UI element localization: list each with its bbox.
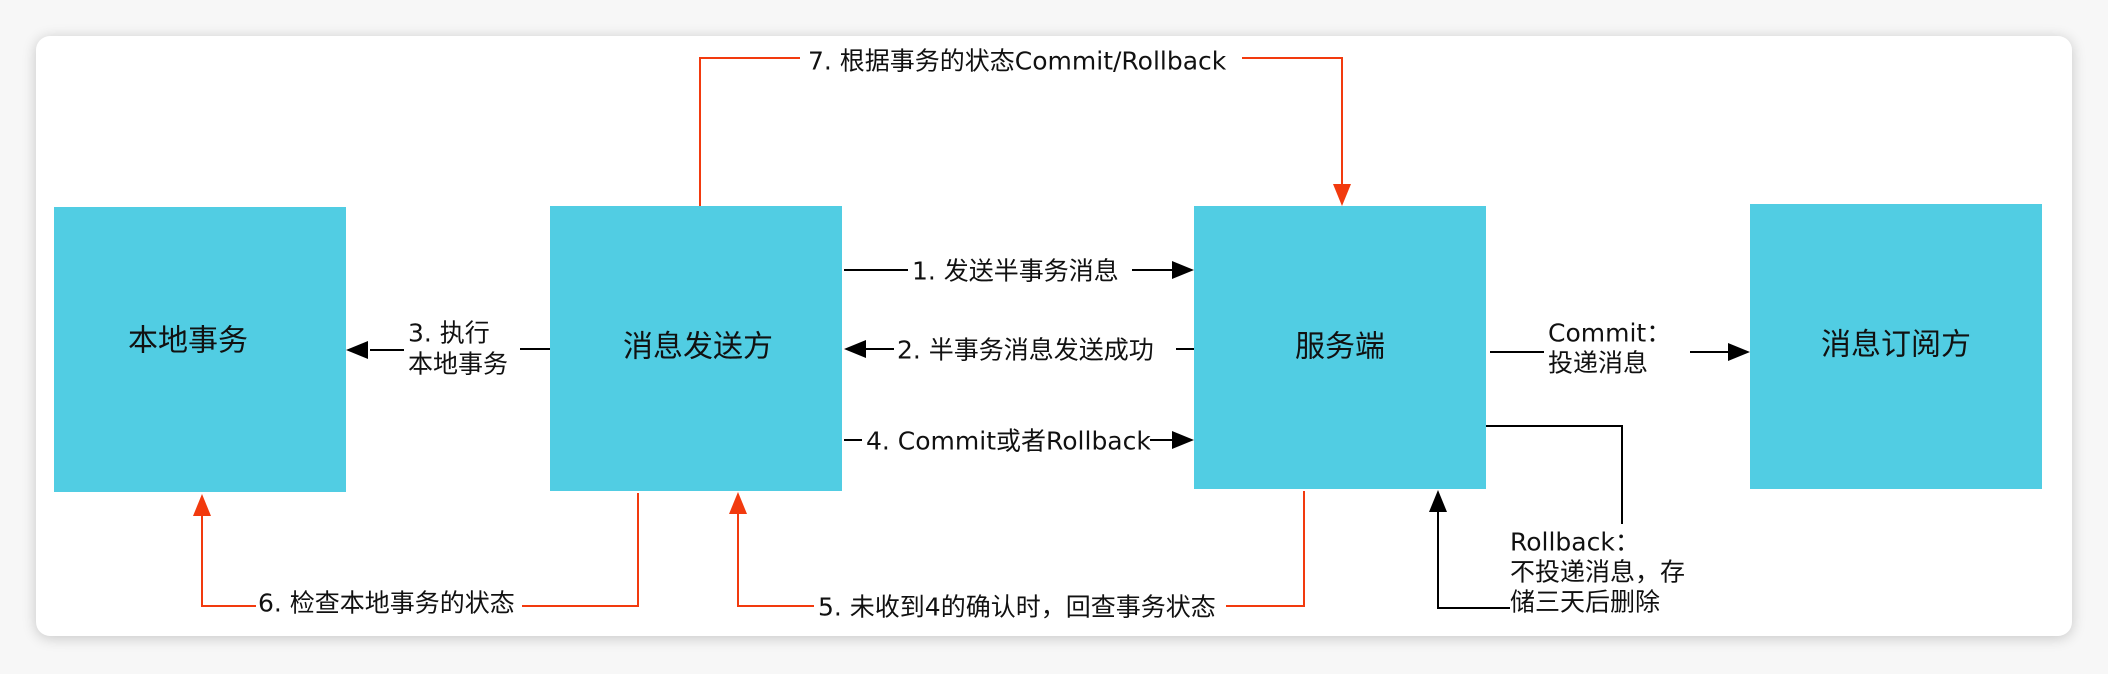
- server-label: 服务端: [1295, 330, 1385, 365]
- step6-connector: [193, 493, 639, 607]
- consumer-label: 消息订阅方: [1821, 328, 1971, 363]
- step3-connector: [346, 341, 550, 359]
- step4-label: 4. Commit或者Rollback: [866, 427, 1151, 456]
- commit-label-line1: Commit：: [1548, 319, 1671, 348]
- rollback-label-line2: 不投递消息，存: [1510, 558, 1685, 587]
- step5-label: 5. 未收到4的确认时，回查事务状态: [818, 593, 1216, 622]
- step4-connector: [844, 431, 1194, 449]
- step3-label-line1: 3. 执行: [408, 319, 490, 348]
- step5-connector: [729, 491, 1305, 607]
- commit-connector: [1490, 343, 1750, 361]
- local-transaction-label: 本地事务: [128, 324, 248, 359]
- consumer-box: [1750, 204, 2042, 489]
- rollback-label-line1: Rollback：: [1510, 528, 1640, 557]
- step1-connector: [844, 261, 1194, 279]
- step7-label: 7. 根据事务的状态Commit/Rollback: [808, 47, 1227, 76]
- commit-label-line2: 投递消息: [1548, 349, 1648, 378]
- producer-label: 消息发送方: [623, 330, 773, 365]
- rollback-label-line3: 储三天后删除: [1510, 588, 1660, 617]
- step6-label: 6. 检查本地事务的状态: [258, 589, 515, 618]
- diagram-card: [36, 36, 2072, 636]
- server-box: [1194, 206, 1486, 489]
- step1-label: 1. 发送半事务消息: [912, 257, 1119, 286]
- step3-label-line2: 本地事务: [408, 350, 508, 379]
- step2-connector: [844, 340, 1194, 358]
- local-transaction-box: [54, 207, 346, 492]
- producer-box: [550, 206, 842, 491]
- step2-label: 2. 半事务消息发送成功: [897, 336, 1154, 365]
- rollback-connector: [1429, 425, 1623, 609]
- step7-connector: [699, 57, 1351, 206]
